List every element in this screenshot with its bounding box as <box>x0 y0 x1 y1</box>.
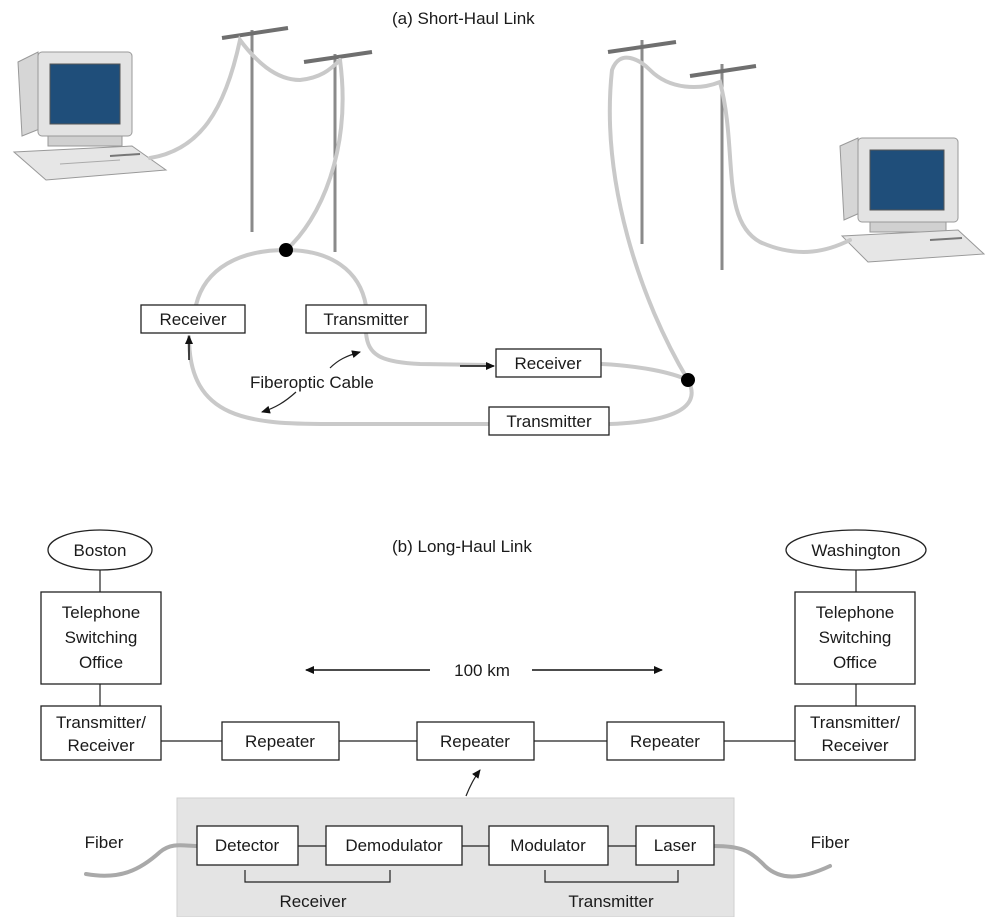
svg-text:Transmitter/: Transmitter/ <box>56 713 146 732</box>
svg-text:Washington: Washington <box>811 541 900 560</box>
svg-text:Repeater: Repeater <box>245 732 315 751</box>
svg-text:Transmitter/: Transmitter/ <box>810 713 900 732</box>
svg-text:Modulator: Modulator <box>510 836 586 855</box>
svg-text:Laser: Laser <box>654 836 697 855</box>
long-haul-title: (b) Long-Haul Link <box>392 537 532 556</box>
computer-right-icon <box>839 137 986 263</box>
transmitter-group-bracket <box>544 870 679 883</box>
svg-text:Office: Office <box>79 653 123 672</box>
fiber-label-right: Fiber <box>811 833 850 852</box>
repeater-detail-arrow <box>465 769 481 797</box>
transmitter-box-left: Transmitter <box>305 304 427 334</box>
receiver-box-right: Receiver <box>495 348 602 378</box>
repeater-box-1: Repeater <box>221 721 340 761</box>
svg-text:Transmitter: Transmitter <box>506 412 592 431</box>
demodulator-box: Demodulator <box>325 825 463 866</box>
fiber-label-arrow-down <box>261 391 297 414</box>
repeater-box-2: Repeater <box>416 721 535 761</box>
fiber-curve-right <box>712 844 832 879</box>
repeater-box-3: Repeater <box>606 721 725 761</box>
trx-box-left: Transmitter/ Receiver <box>40 705 162 761</box>
transmitter-box-right: Transmitter <box>488 406 610 436</box>
svg-text:Boston: Boston <box>74 541 127 560</box>
receiver-group-label: Receiver <box>279 892 346 911</box>
computer-left-icon <box>12 51 168 181</box>
city-boston: Boston <box>47 529 153 571</box>
svg-text:Telephone: Telephone <box>62 603 140 622</box>
fiber-label-left: Fiber <box>85 833 124 852</box>
junction-dot-right <box>681 373 695 387</box>
switching-office-right: Telephone Switching Office <box>794 591 916 685</box>
fiber-curve-left <box>84 843 199 878</box>
city-washington: Washington <box>785 529 927 571</box>
fiber-cable-lines <box>148 35 852 426</box>
modulator-box: Modulator <box>488 825 609 866</box>
junction-dot-left <box>279 243 293 257</box>
svg-text:Switching: Switching <box>65 628 138 647</box>
svg-text:Detector: Detector <box>215 836 280 855</box>
svg-text:Receiver: Receiver <box>67 736 134 755</box>
fiberoptic-cable-label: Fiberoptic Cable <box>250 373 374 392</box>
distance-label: 100 km <box>454 661 510 680</box>
svg-text:Receiver: Receiver <box>821 736 888 755</box>
short-haul-title: (a) Short-Haul Link <box>392 9 535 28</box>
svg-text:Demodulator: Demodulator <box>345 836 443 855</box>
trx-box-right: Transmitter/ Receiver <box>794 705 916 761</box>
receiver-box-left: Receiver <box>140 304 246 334</box>
laser-box: Laser <box>635 825 715 866</box>
svg-text:Repeater: Repeater <box>630 732 700 751</box>
fiber-label-arrow-up <box>329 350 361 369</box>
svg-text:Receiver: Receiver <box>159 310 226 329</box>
svg-text:Switching: Switching <box>819 628 892 647</box>
transmitter-group-label: Transmitter <box>568 892 654 911</box>
svg-text:Office: Office <box>833 653 877 672</box>
svg-text:Telephone: Telephone <box>816 603 894 622</box>
svg-text:Receiver: Receiver <box>514 354 581 373</box>
receiver-group-bracket <box>244 870 391 883</box>
svg-text:Transmitter: Transmitter <box>323 310 409 329</box>
svg-text:Repeater: Repeater <box>440 732 510 751</box>
switching-office-left: Telephone Switching Office <box>40 591 162 685</box>
detector-box: Detector <box>196 825 299 866</box>
